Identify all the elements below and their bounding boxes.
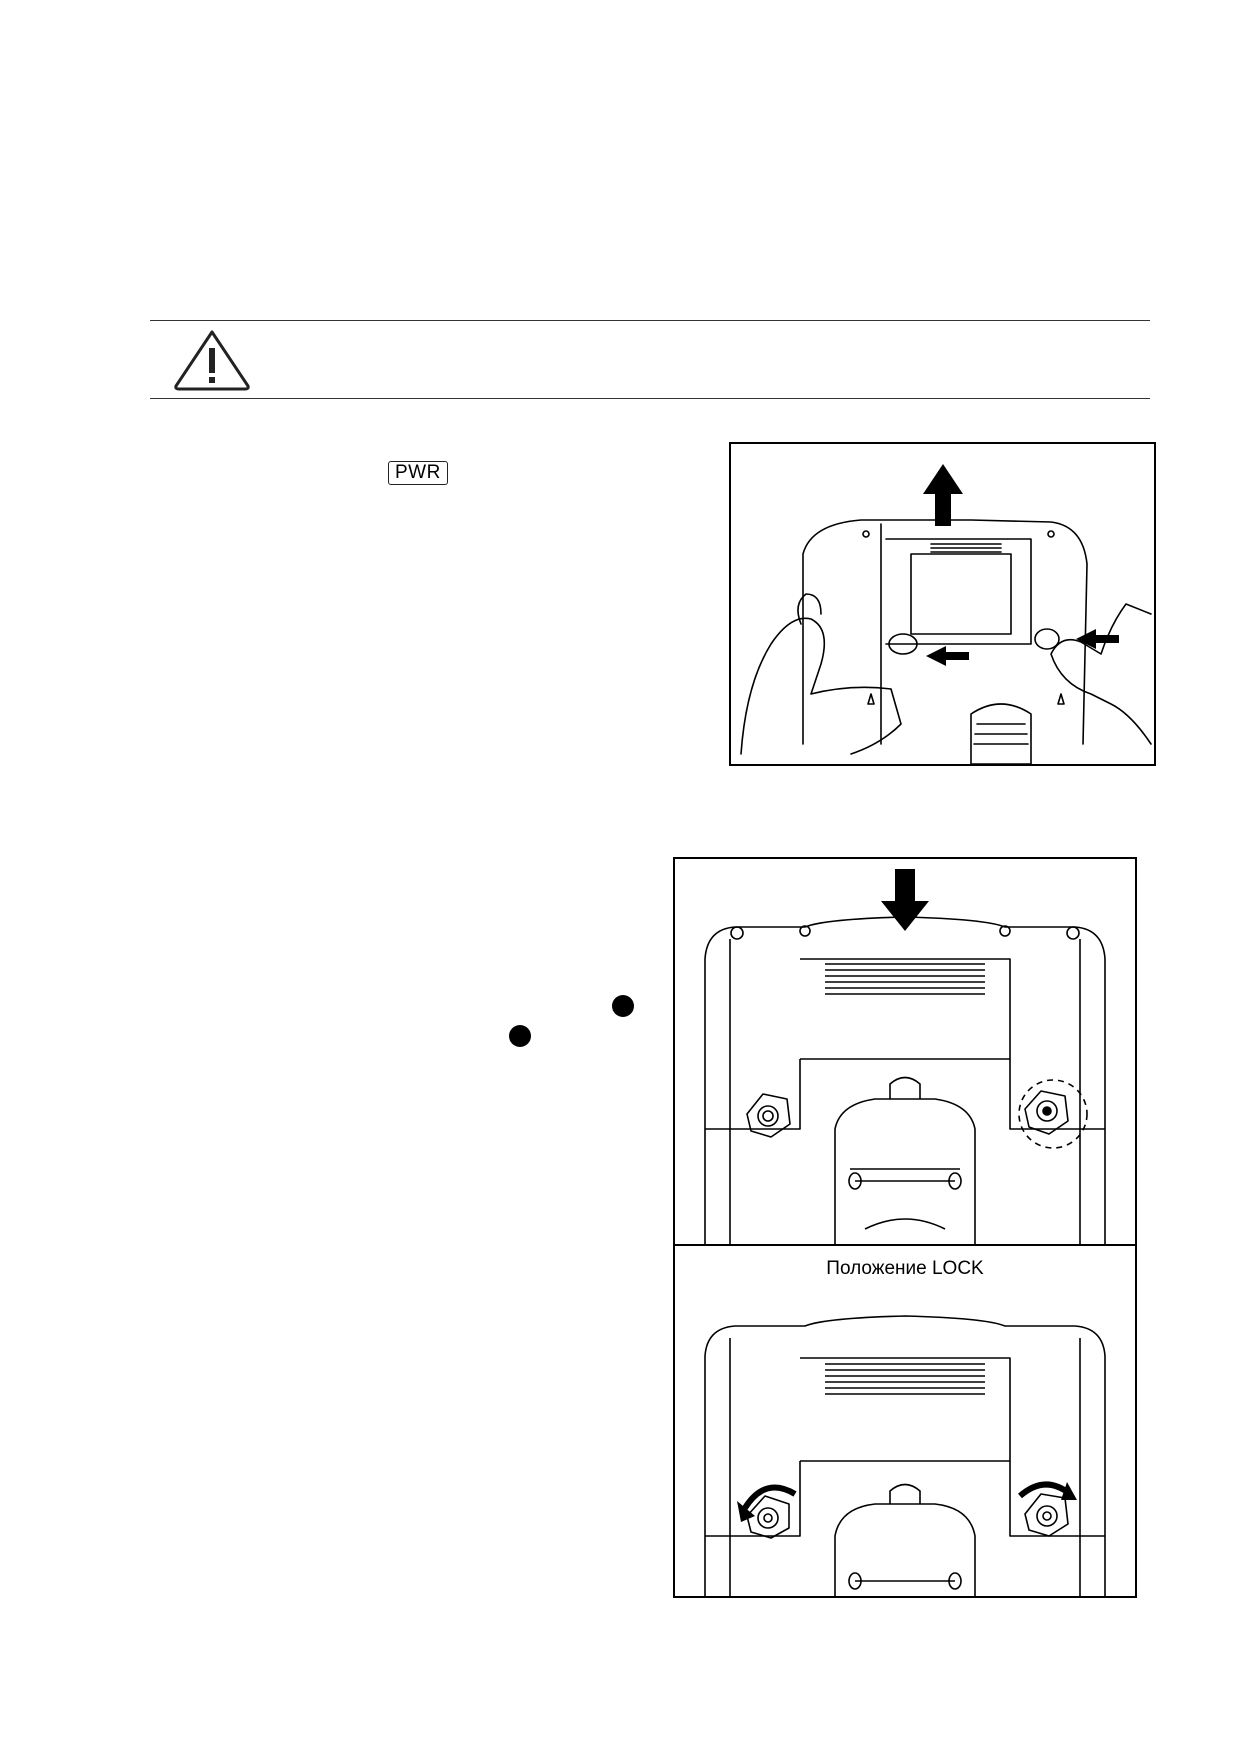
figure-handle-mounting: Положение LOCK xyxy=(673,857,1137,1598)
pwr-key-symbol: PWR xyxy=(388,461,448,485)
filled-circle-icon xyxy=(509,1025,531,1047)
lock-position-caption: Положение LOCK xyxy=(826,1258,984,1279)
filled-circle-icon xyxy=(612,995,634,1017)
figure-handle-removal xyxy=(729,442,1156,766)
warning-triangle-icon xyxy=(172,328,252,392)
figure-panel-lock-position: Положение LOCK xyxy=(675,1246,1135,1596)
warning-top-rule xyxy=(150,320,1150,321)
figure-panel-push-down xyxy=(675,859,1135,1246)
warning-bottom-rule xyxy=(150,398,1150,399)
